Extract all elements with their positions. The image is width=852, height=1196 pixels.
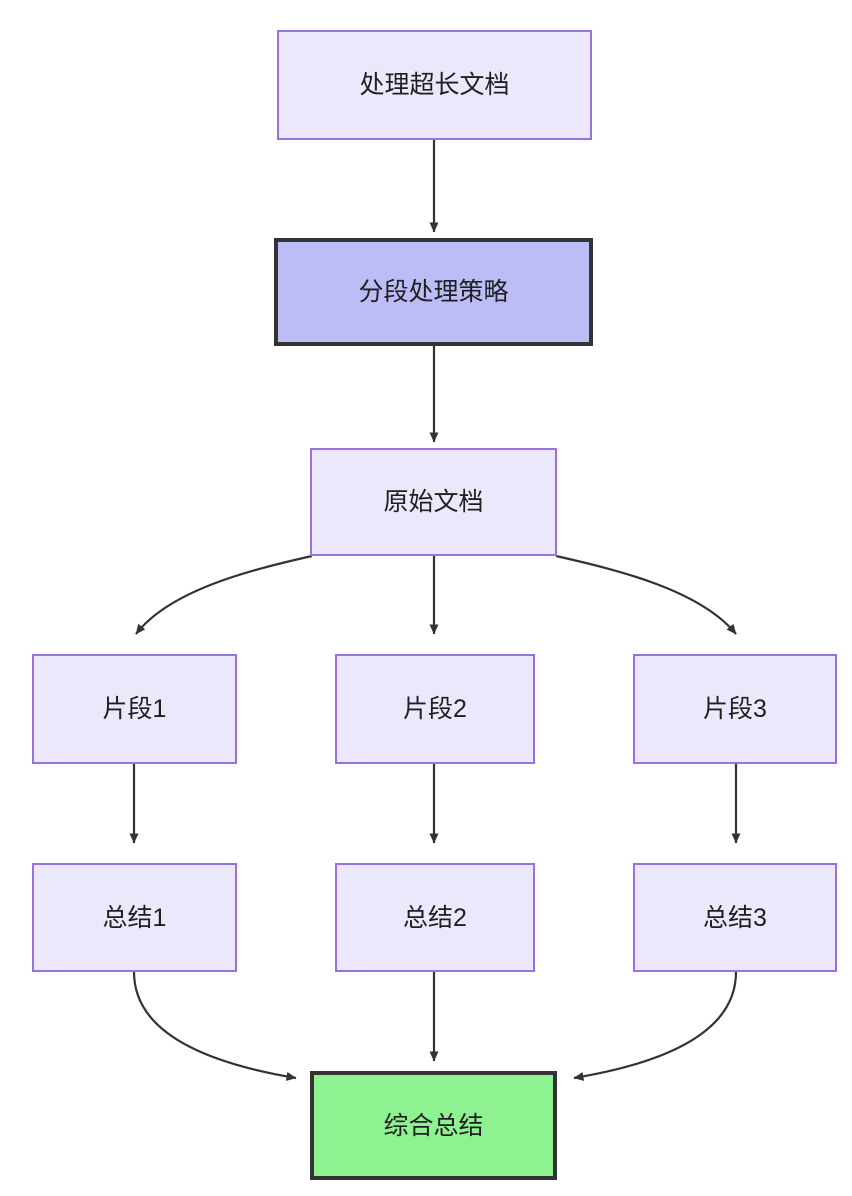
node-label-n10: 综合总结 [383,1111,484,1140]
node-n4[interactable]: 片段1 [32,654,237,764]
node-n10[interactable]: 综合总结 [310,1071,557,1180]
edge-n9-to-n10 [573,971,738,1081]
node-label-n8: 总结2 [403,903,467,932]
node-label-n2: 分段处理策略 [358,278,509,306]
node-n9[interactable]: 总结3 [633,863,837,972]
edge-n7-to-n10 [132,971,297,1081]
edge-n3-to-n6 [555,554,737,635]
node-n7[interactable]: 总结1 [32,863,237,972]
node-label-n6: 片段3 [703,695,767,723]
edge-group [129,140,741,1081]
node-n3[interactable]: 原始文档 [310,448,557,556]
node-n1[interactable]: 处理超长文档 [277,30,592,140]
node-label-n7: 总结1 [102,903,167,932]
node-n2[interactable]: 分段处理策略 [274,238,593,346]
node-label-n9: 总结3 [703,903,767,932]
node-n6[interactable]: 片段3 [633,654,837,764]
node-label-n3: 原始文档 [383,488,484,516]
node-label-n1: 处理超长文档 [359,71,510,99]
node-n8[interactable]: 总结2 [335,863,535,972]
node-label-n4: 片段1 [102,695,167,723]
node-n5[interactable]: 片段2 [335,654,535,764]
edge-n3-to-n4 [135,554,313,635]
node-label-n5: 片段2 [403,695,467,723]
